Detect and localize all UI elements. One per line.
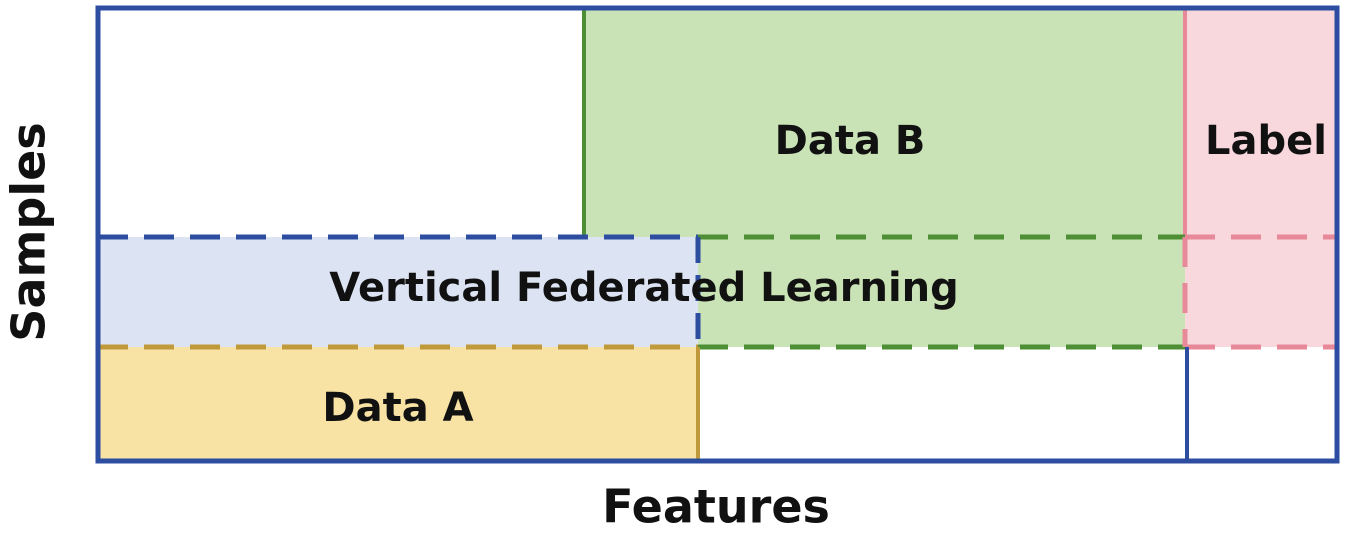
- vfl-label: Vertical Federated Learning: [329, 265, 959, 311]
- y-axis-label: Samples: [2, 122, 56, 341]
- vfl-overlap-region: [98, 237, 698, 347]
- data-a-region: [98, 347, 698, 461]
- label-label: Label: [1205, 118, 1327, 164]
- x-axis-label: Features: [602, 480, 830, 534]
- label-region: [1185, 10, 1335, 347]
- data-a-label: Data A: [322, 385, 473, 431]
- outer-frame: [95, 5, 1340, 464]
- data-b-label: Data B: [775, 118, 926, 164]
